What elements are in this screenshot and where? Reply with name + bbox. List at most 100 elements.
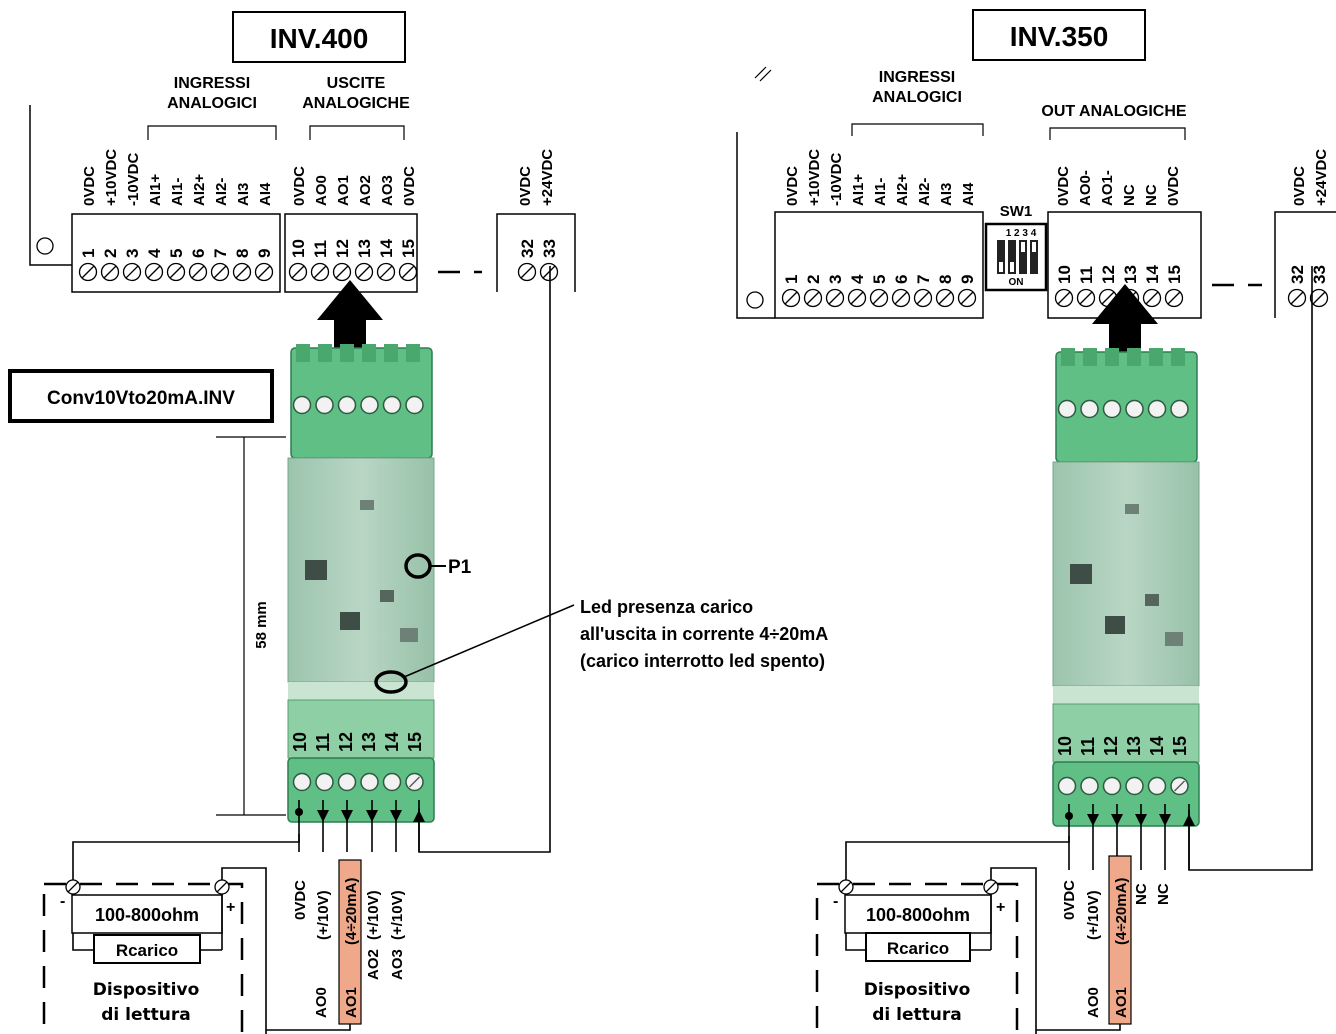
module-screw [360, 395, 379, 415]
inv350-device-line2: di lettura [872, 1005, 961, 1025]
inv350-input-label-4: AI1- [872, 178, 889, 206]
inv400-inputs-heading-2: ANALOGICI [167, 95, 257, 112]
inv400-input-terminal-number-8: 9 [255, 249, 274, 258]
inv350-input-terminal-number-6: 7 [914, 275, 933, 284]
inv400-title: INV.400 [270, 23, 369, 54]
inv350-insert-arrow [1092, 284, 1158, 352]
trimmer-p1-label: P1 [448, 557, 472, 578]
inv350-output-terminal-number-1: 11 [1077, 266, 1096, 284]
inv400-bottom-label-6: (+/10V) [365, 890, 382, 940]
module-label: Conv10Vto20mA.INV [47, 388, 235, 409]
inv350-output-label-0: 0VDC [1055, 166, 1072, 206]
inv400-input-label-8: AI4 [257, 182, 274, 206]
inv350-output-terminal-number-2: 12 [1099, 265, 1118, 284]
inv400-output-terminal-number-2: 12 [333, 239, 352, 258]
inv350-input-terminal-number-0: 1 [782, 275, 801, 284]
module-screw [315, 772, 334, 792]
module-screw [1147, 776, 1167, 796]
inv350-bottom-label-2: (+/10V) [1085, 890, 1102, 940]
inv400-input-label-3: AI1+ [147, 174, 164, 206]
inv400-bottom-label-5: AO2 [365, 949, 382, 980]
module-screw [382, 772, 402, 792]
inv350-power-label-1: +24VDC [1313, 149, 1330, 206]
inv350-output-label-1: AO0- [1077, 170, 1094, 206]
inv400-power-terminal-number-0: 32 [518, 239, 537, 258]
module-screw [315, 395, 334, 415]
inv400-module-number-1: 11 [313, 733, 333, 752]
inv350-module-number-5: 15 [1170, 736, 1190, 756]
inv400-input-label-6: AI2- [213, 178, 230, 206]
inv400-input-terminal-number-0: 1 [79, 249, 98, 258]
inv350-input-terminal-number-1: 2 [804, 275, 823, 284]
sw1-on-label: ON [1009, 277, 1024, 288]
inv400-output-label-4: AO3 [379, 175, 396, 206]
module-screw [1102, 776, 1122, 796]
inv350-input-label-8: AI4 [960, 182, 977, 206]
module-screw [1170, 399, 1189, 419]
module-screw [1057, 776, 1077, 796]
module-screw [1102, 399, 1122, 419]
inv400-inputs-heading-1: INGRESSI [174, 75, 250, 92]
inv350-module-number-0: 10 [1055, 736, 1075, 756]
inv350-output-terminal-number-0: 10 [1055, 265, 1074, 284]
inv400-device-line2: di lettura [101, 1005, 190, 1025]
inv400-module-number-4: 14 [382, 732, 402, 752]
inv350-input-terminal-number-5: 6 [892, 275, 911, 284]
inv350-input-terminal-number-2: 3 [826, 275, 845, 284]
inv400-input-label-7: AI3 [235, 183, 252, 206]
inv400-output-terminal-number-0: 10 [289, 239, 308, 258]
inv350-power-terminal-number-0: 32 [1288, 265, 1307, 284]
inv400-input-label-0: 0VDC [81, 166, 98, 206]
inv400-outputs-heading-1: USCITE [327, 75, 386, 92]
inv350-output-label-5: 0VDC [1165, 166, 1182, 206]
inv350-outputs-heading: OUT ANALOGICHE [1041, 103, 1187, 120]
sw1-label: SW1 [1000, 203, 1033, 220]
inv350-input-terminal-number-3: 4 [848, 274, 867, 284]
inv350-output-terminal-number-3: 13 [1121, 265, 1140, 284]
inv400-bottom-label-2: (+/10V) [315, 890, 332, 940]
inv350-output-label-2: AO1- [1099, 170, 1116, 206]
inv350-bottom-label-5: NC [1133, 883, 1150, 905]
inv400-output-wires [295, 800, 425, 852]
module-screw [1125, 399, 1144, 419]
inv350-bottom-label-6: NC [1155, 883, 1172, 905]
inv350-input-terminal-number-7: 8 [936, 275, 955, 284]
svg-text:+: + [996, 899, 1005, 916]
inv350-module-number-1: 11 [1078, 737, 1098, 756]
inv400-bottom-label-3: AO1 [343, 987, 360, 1018]
inv400-output-label-3: AO2 [357, 175, 374, 206]
inv350-module-number-4: 14 [1147, 736, 1167, 756]
inv350-power-terminal-number-1: 33 [1310, 265, 1329, 284]
inv400-module-number-0: 10 [290, 732, 310, 752]
inv400-module-number-3: 13 [359, 732, 379, 752]
svg-text:-: - [60, 893, 65, 910]
inv400-insert-arrow [317, 280, 383, 348]
inv400-output-label-1: AO0 [313, 175, 330, 206]
inv350-input-label-0: 0VDC [784, 166, 801, 206]
inv400-load-range: 100-800ohm [95, 905, 199, 925]
inv400-bottom-label-7: AO3 [389, 949, 406, 980]
inv350-input-terminal-number-8: 9 [958, 275, 977, 284]
module-screw [337, 772, 357, 792]
inv350-output-terminal-number-5: 15 [1165, 265, 1184, 284]
inv400-output-terminal-number-1: 11 [311, 240, 330, 258]
inv400-device-line1: Dispositivo [93, 980, 200, 1000]
inv400-module-number-2: 12 [336, 732, 356, 752]
led-note-line1: Led presenza carico [580, 597, 753, 617]
svg-text:-: - [833, 893, 838, 910]
inv400-bottom-label-1: AO0 [313, 987, 330, 1018]
inv350-input-label-5: AI2+ [894, 174, 911, 206]
inv400-input-label-5: AI2+ [191, 174, 208, 206]
inv400-resistor-label: Rcarico [116, 941, 178, 960]
inv400-input-terminal-number-3: 4 [145, 248, 164, 258]
inv400-output-terminal-number-5: 15 [399, 239, 418, 258]
inv350-resistor-label: Rcarico [887, 939, 949, 958]
